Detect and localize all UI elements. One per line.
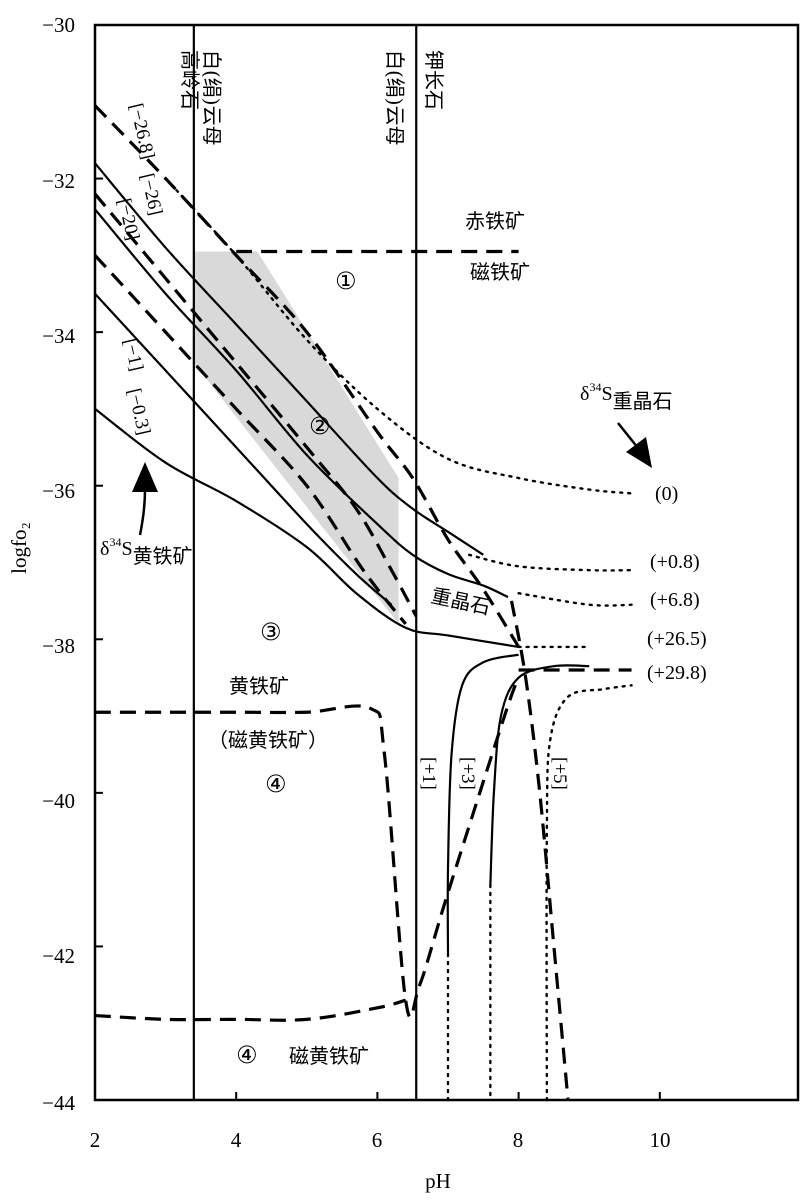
delta-barite-label: δ34S重晶石 [580, 380, 673, 413]
series-line [94, 162, 484, 556]
series-line [517, 592, 633, 607]
series-line [94, 998, 407, 1022]
y-tick-label: −40 [42, 789, 75, 813]
series-line [489, 664, 590, 886]
plot-frame [93, 23, 800, 1102]
arrow-pyrite [132, 462, 158, 536]
y-tick-label: −38 [42, 634, 75, 658]
arrow-pyrite-head [132, 462, 158, 492]
boundary-label-sericite-left: 白(绢)云母 [200, 50, 224, 146]
arrow-barite-head [626, 437, 652, 468]
x-tick-label: 2 [90, 1128, 101, 1152]
pyrite-value-label: [−26] [136, 171, 166, 217]
mineral-label-pyrrhotite-paren: （磁黄铁矿） [208, 728, 328, 752]
boundary-label-sericite-right: 白(绢)云母 [383, 50, 407, 146]
mineral-label-pyrite: 黄铁矿 [229, 674, 289, 698]
series-line [509, 600, 570, 1101]
y-tick-label: −34 [42, 324, 75, 348]
pyrite-value-label: [−26.8] [125, 101, 158, 161]
barite-value-label: (+29.8) [647, 662, 707, 684]
barite-value-label: (+0.8) [650, 551, 700, 573]
mineral-label-pyrrhotite: 磁黄铁矿 [289, 1044, 369, 1068]
barite-value-label: (+6.8) [650, 589, 700, 611]
delta-sup: 34 [109, 535, 121, 549]
series-line [545, 684, 633, 1102]
pyrite-value-label: [+5] [549, 757, 570, 790]
boundary-label-k-feldspar: 钾长石 [422, 50, 446, 110]
delta-after: S [121, 538, 132, 560]
mineral-label-hematite: 赤铁矿 [465, 209, 525, 233]
boundary-labels: 高岭石 白(绢)云母 白(绢)云母 钾长石 [178, 50, 446, 146]
region-label-1: ① [335, 267, 357, 295]
region-label-2: ② [309, 412, 331, 440]
series-line [93, 254, 407, 625]
arrow-barite [617, 422, 652, 468]
svg-text:δ34S重晶石: δ34S重晶石 [580, 380, 673, 413]
series-line [93, 192, 418, 618]
mineral-label-magnetite: 磁铁矿 [470, 260, 530, 284]
x-tick-label: 10 [650, 1128, 671, 1152]
y-tick-labels: −30 −32 −34 −36 −38 −40 −42 −44 [42, 13, 75, 1115]
y-tick-label: −32 [42, 169, 75, 193]
delta-sup: 34 [589, 380, 601, 394]
y-axis-title: logfo₂ [7, 522, 31, 574]
shaded-region [193, 251, 399, 624]
pyrite-value-labels: [−26.8] [−26] [−20] [−1] [−0.3] [+1] [+3… [113, 101, 570, 789]
arrow-pyrite-shaft [138, 489, 147, 536]
boundary-label-kaolinite: 高岭石 [178, 50, 202, 110]
pyrite-value-label: [+3] [457, 757, 478, 790]
series-line [95, 677, 521, 1019]
pyrite-value-label: [+1] [418, 757, 439, 790]
region-label-3: ③ [260, 618, 282, 646]
series-line [467, 553, 633, 572]
x-tick-label: 8 [513, 1128, 524, 1152]
series-line [94, 408, 519, 649]
pyrite-value-label: [−0.3] [123, 386, 154, 437]
series-line [164, 177, 633, 495]
barite-value-label: (0) [655, 483, 678, 505]
delta-main: δ [100, 538, 109, 560]
pyrite-value-label: [−1] [119, 336, 147, 373]
series-line [94, 293, 393, 606]
mineral-label-barite: 重晶石 [429, 583, 493, 619]
delta-after: S [601, 383, 612, 405]
delta-pyrite-label: δ34S黄铁矿 [100, 535, 193, 568]
barite-value-labels: (0) (+0.8) (+6.8) (+26.5) (+29.8) [647, 483, 707, 684]
y-tick-label: −30 [42, 13, 75, 37]
y-tick-label: −36 [42, 479, 75, 503]
delta-sub: 黄铁矿 [133, 544, 193, 568]
y-tick-label: −42 [42, 944, 75, 968]
barite-value-label: (+26.5) [647, 628, 707, 650]
mineral-labels: 赤铁矿 磁铁矿 重晶石 黄铁矿 （磁黄铁矿） 磁黄铁矿 [208, 209, 530, 1068]
region-labels: ① ② ③ ④ ④ [236, 267, 357, 1069]
x-tick-label: 6 [372, 1128, 383, 1152]
series-line [93, 104, 520, 648]
region-label-4: ④ [265, 770, 287, 798]
arrow-barite-shaft [617, 422, 639, 449]
plot-area [93, 23, 800, 1102]
x-tick-label: 4 [231, 1128, 242, 1152]
x-axis-title: pH [425, 1169, 451, 1193]
delta-main: δ [580, 383, 589, 405]
delta-sub: 重晶石 [613, 389, 673, 413]
series-line [446, 653, 519, 955]
svg-text:δ34S黄铁矿: δ34S黄铁矿 [100, 535, 193, 568]
series-line [94, 208, 509, 599]
x-tick-labels: 2 4 6 8 10 [90, 1128, 671, 1152]
y-tick-label: −44 [42, 1091, 75, 1115]
region-label-4b: ④ [236, 1041, 258, 1069]
